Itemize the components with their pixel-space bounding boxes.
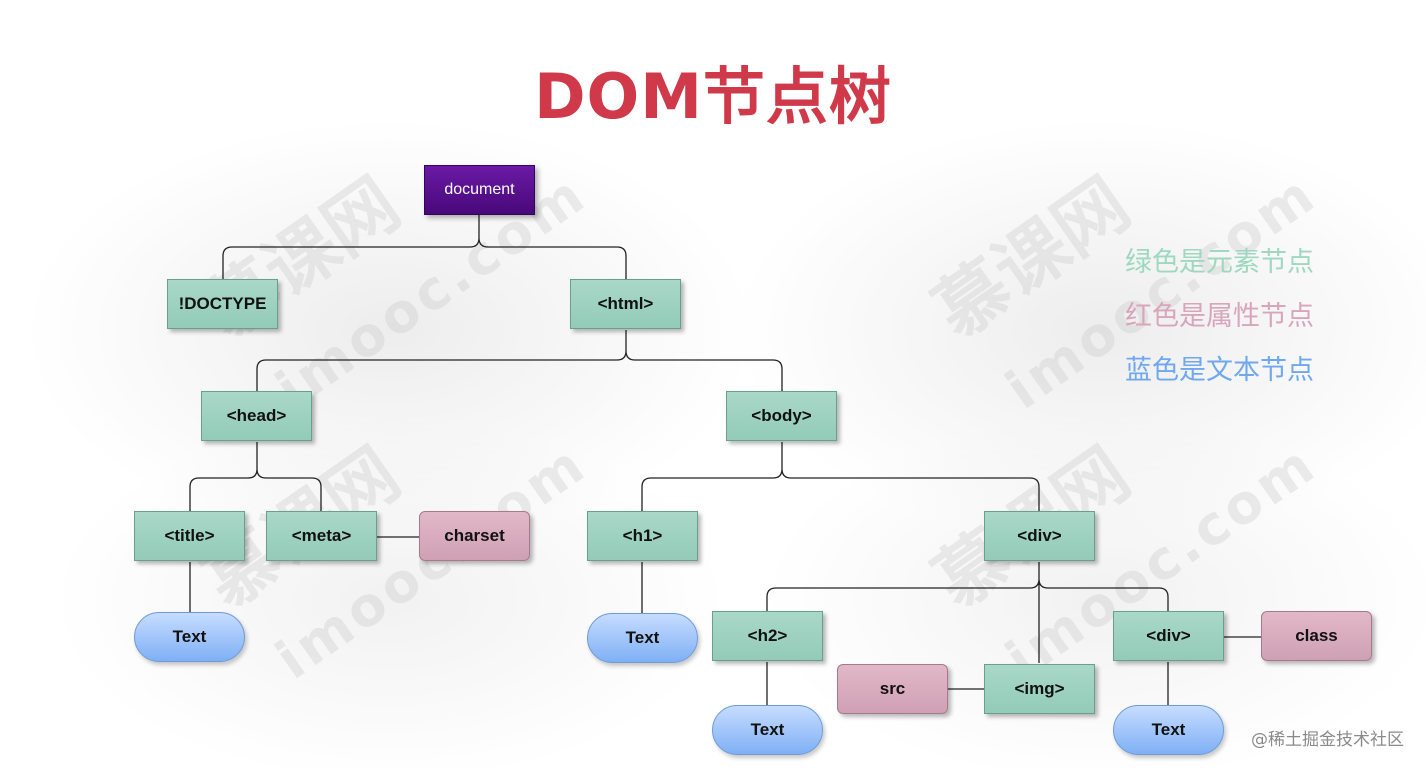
node-text-h2: Text xyxy=(712,705,823,755)
node-div-inner: <div> xyxy=(1113,611,1224,661)
legend-element-node: 绿色是元素节点 xyxy=(1125,247,1314,278)
legend-attribute-node: 红色是属性节点 xyxy=(1125,301,1314,332)
node-text-div: Text xyxy=(1113,705,1224,755)
page-title: DOM节点树 xyxy=(534,60,892,133)
node-title: <title> xyxy=(134,511,245,561)
node-text-h1: Text xyxy=(587,613,698,663)
node-head: <head> xyxy=(201,391,312,441)
node-src-attribute: src xyxy=(837,664,948,714)
node-class-attribute: class xyxy=(1261,611,1372,661)
node-h2: <h2> xyxy=(712,611,823,661)
source-credit: @稀土掘金技术社区 xyxy=(1251,730,1404,750)
node-body: <body> xyxy=(726,391,837,441)
legend-text-node: 蓝色是文本节点 xyxy=(1125,355,1314,386)
node-meta: <meta> xyxy=(266,511,377,561)
node-charset-attribute: charset xyxy=(419,511,530,561)
node-doctype: !DOCTYPE xyxy=(167,279,278,329)
connector-html xyxy=(256,330,783,391)
connector-document xyxy=(222,215,627,279)
node-div: <div> xyxy=(984,511,1095,561)
node-html: <html> xyxy=(570,279,681,329)
connector-head xyxy=(189,442,322,511)
connector-body xyxy=(641,442,1040,511)
node-h1: <h1> xyxy=(587,511,698,561)
connector-div xyxy=(766,562,1169,663)
node-img: <img> xyxy=(984,664,1095,714)
node-document: document xyxy=(424,165,535,215)
node-text-title: Text xyxy=(134,612,245,662)
